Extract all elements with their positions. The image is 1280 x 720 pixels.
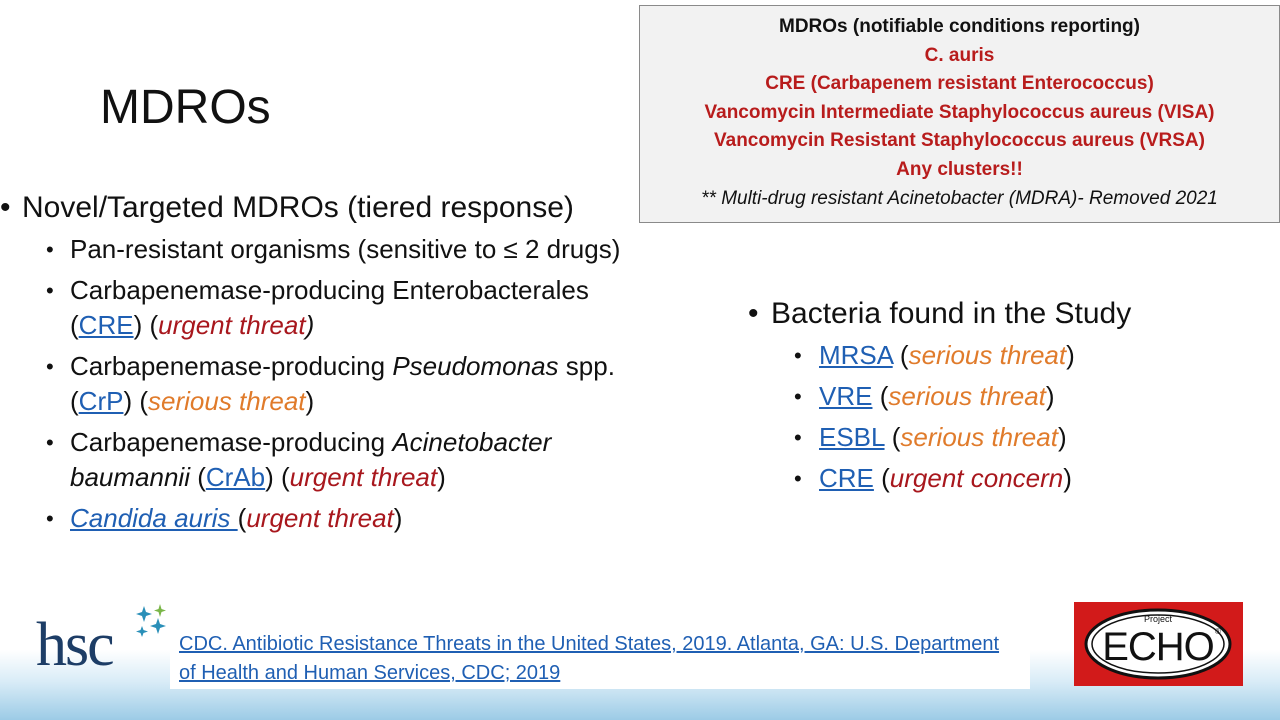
genus-name: Pseudomonas: [392, 351, 559, 381]
threat-label: urgent threat: [158, 310, 306, 340]
item-text: ) (: [265, 462, 290, 492]
info-box-note: ** Multi-drug resistant Acinetobacter (M…: [701, 187, 1218, 209]
item-text: Carbapenemase-producing: [70, 427, 393, 457]
hsc-logo-text: hsc: [36, 611, 115, 679]
item-text: ) (: [133, 310, 159, 340]
list-item-esbl: ESBL (serious threat): [748, 420, 1268, 455]
echo-main-text: ECHO: [1102, 625, 1214, 669]
registered-mark: ®: [1215, 627, 1221, 636]
threat-label: urgent threat: [289, 462, 438, 492]
info-box-item: C. auris: [924, 44, 995, 66]
threat-label: serious threat: [900, 422, 1058, 452]
stars-icon: [136, 604, 166, 637]
project-echo-logo: Project ECHO ®: [1074, 602, 1243, 686]
slide-title: MDROs: [100, 81, 271, 134]
list-item-pan-resistant: Pan-resistant organisms (sensitive to ≤ …: [0, 232, 650, 267]
citation-link[interactable]: CDC. Antibiotic Resistance Threats in th…: [179, 633, 1000, 684]
species-name: Acinetobacter baumannii: [70, 427, 552, 492]
info-box-item: CRE (Carbapenem resistant Enterococcus): [765, 73, 1154, 95]
right-list-heading: Bacteria found in the Study: [748, 296, 1268, 332]
citation-box: CDC. Antibiotic Resistance Threats in th…: [170, 629, 1030, 689]
item-text: ): [437, 462, 446, 492]
item-text: Carbapenemase-producing: [70, 351, 393, 381]
echo-logo-graphic: Project ECHO ®: [1084, 608, 1232, 680]
study-bacteria-list: Bacteria found in the Study MRSA (seriou…: [748, 296, 1268, 496]
info-box-item: Vancomycin Intermediate Staphylococcus a…: [704, 101, 1215, 123]
info-box-item: Vancomycin Resistant Staphylococcus aure…: [714, 130, 1205, 152]
threat-label: urgent concern: [889, 463, 1064, 493]
mrsa-link[interactable]: MRSA: [819, 340, 893, 370]
item-text: spp. (: [70, 351, 615, 416]
threat-label: urgent threat: [246, 503, 394, 533]
esbl-link[interactable]: ESBL: [819, 422, 885, 452]
crab-link[interactable]: CrAb: [205, 462, 266, 492]
list-item-cre-study: CRE (urgent concern): [748, 461, 1268, 496]
left-list-heading: Novel/Targeted MDROs (tiered response): [0, 190, 660, 226]
cre-link[interactable]: CRE: [78, 310, 134, 340]
info-box-item: Any clusters!!: [896, 158, 1023, 180]
list-item-vre: VRE (serious threat): [748, 379, 1268, 414]
notifiable-conditions-box: MDROs (notifiable conditions reporting) …: [639, 5, 1280, 223]
list-item-candida: Candida auris (urgent threat): [0, 501, 650, 536]
candida-auris-link[interactable]: Candida auris: [70, 503, 238, 533]
echo-small-text: Project: [1144, 614, 1173, 624]
item-text: Carbapenemase-producing Enterobacterales…: [70, 275, 589, 340]
item-text: ): [393, 503, 403, 533]
list-item-crab: Carbapenemase-producing Acinetobacter ba…: [0, 425, 650, 495]
info-box-heading: MDROs (notifiable conditions reporting): [779, 16, 1140, 37]
vre-link[interactable]: VRE: [819, 381, 873, 411]
threat-label: serious threat: [888, 381, 1046, 411]
item-text: (: [189, 462, 206, 492]
item-text: ): [305, 310, 315, 340]
threat-label: serious threat: [148, 386, 306, 416]
list-item-mrsa: MRSA (serious threat): [748, 338, 1268, 373]
novel-mdro-list: Novel/Targeted MDROs (tiered response) P…: [0, 190, 660, 536]
cre-study-link[interactable]: CRE: [819, 463, 874, 493]
hsc-logo: hsc: [36, 604, 176, 684]
item-text: ): [305, 386, 315, 416]
item-text: (: [237, 503, 247, 533]
item-text: ) (: [123, 386, 148, 416]
list-item-crp: Carbapenemase-producing Pseudomonas spp.…: [0, 349, 650, 419]
crp-link[interactable]: CrP: [78, 386, 124, 416]
list-item-cre: Carbapenemase-producing Enterobacterales…: [0, 273, 650, 343]
item-text: Pan-resistant organisms (sensitive to ≤ …: [70, 234, 621, 264]
threat-label: serious threat: [908, 340, 1067, 370]
